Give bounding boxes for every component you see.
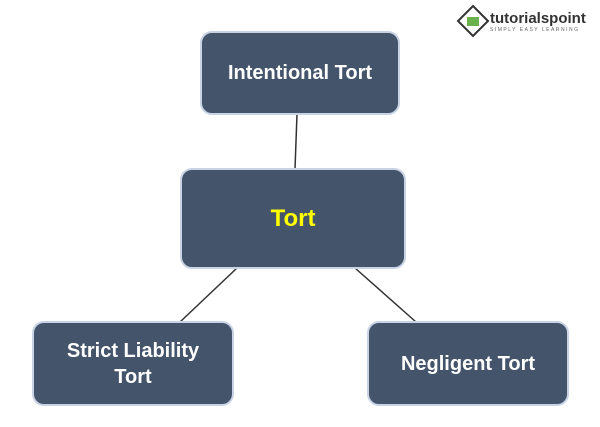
node-tort: Tort	[180, 168, 406, 269]
logo-tagline: SIMPLY EASY LEARNING	[490, 26, 580, 33]
node-intentional-tort: Intentional Tort	[200, 31, 400, 115]
logo-icon	[456, 4, 490, 38]
node-negligent-tort: Negligent Tort	[367, 321, 569, 406]
connector-top	[294, 113, 298, 170]
tutorialspoint-logo: tutorialspoint SIMPLY EASY LEARNING	[456, 4, 586, 38]
connector-right	[354, 267, 417, 323]
connector-left	[179, 267, 238, 323]
logo-text: tutorialspoint	[490, 9, 586, 27]
node-strict-liability-tort: Strict Liability Tort	[32, 321, 234, 406]
